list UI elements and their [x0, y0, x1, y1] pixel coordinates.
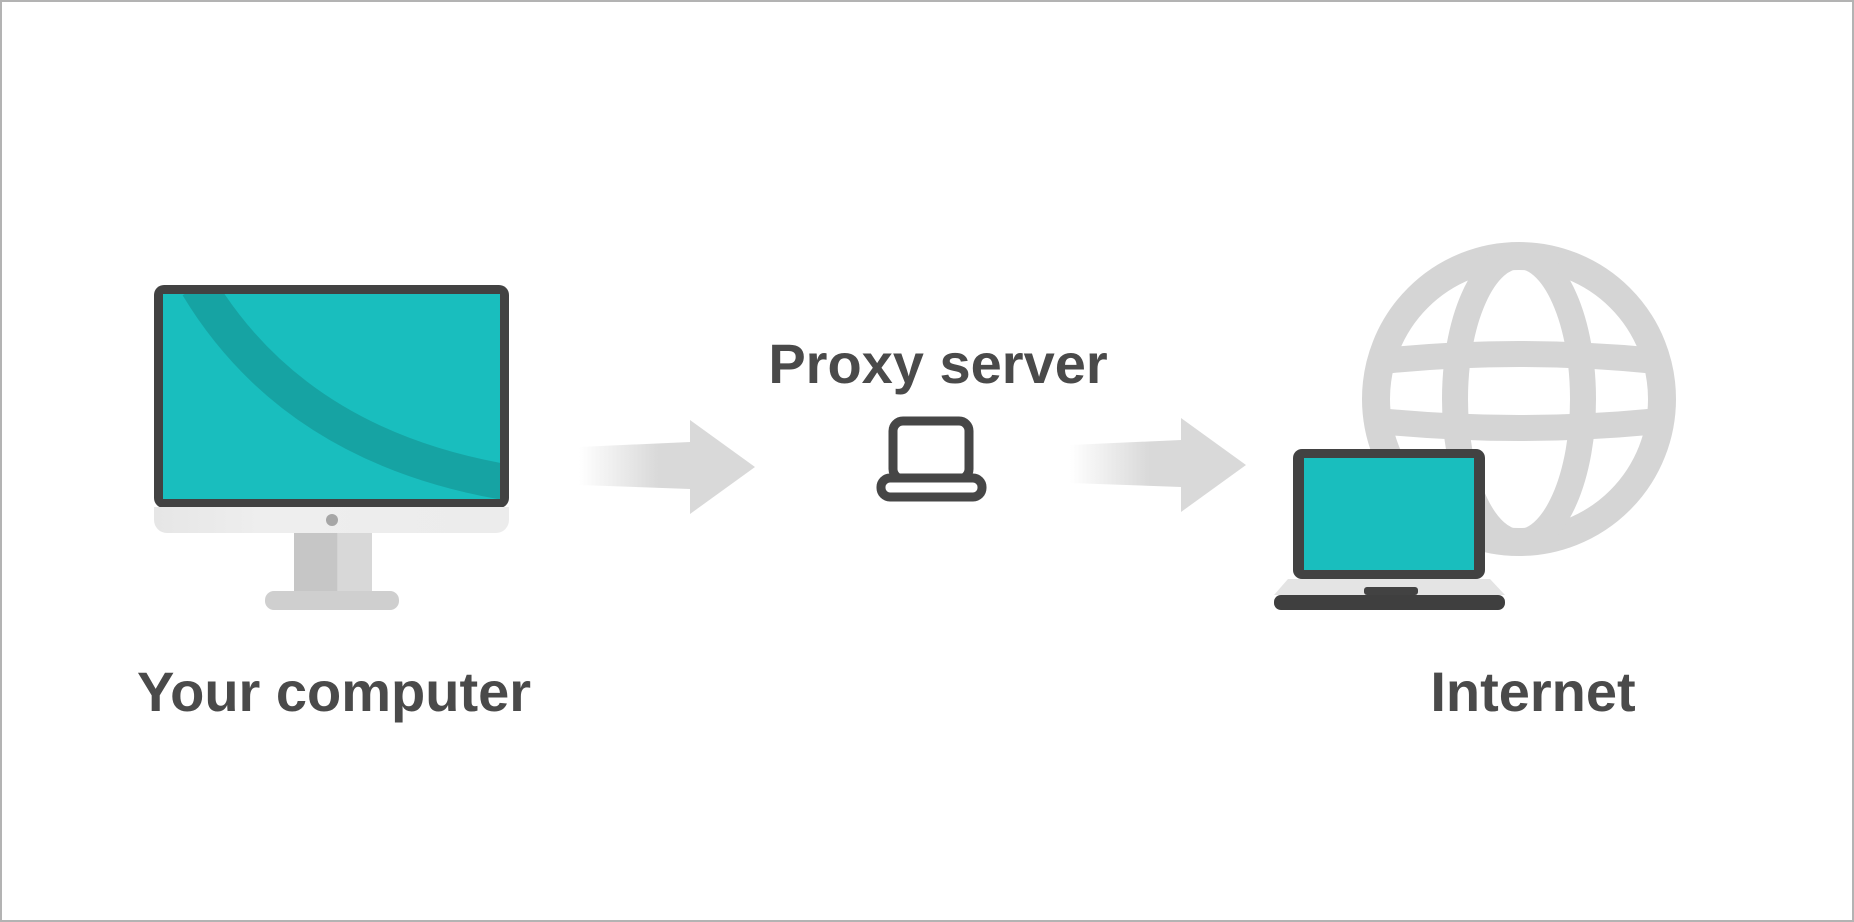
desktop-computer-icon	[154, 285, 509, 610]
laptop-outline-icon	[876, 416, 987, 502]
monitor-stand	[294, 533, 372, 594]
internet-laptop-screen	[1304, 458, 1474, 570]
internet-laptop-icon	[1274, 449, 1505, 610]
your-computer-label: Your computer	[136, 660, 532, 723]
proxy-server-label: Proxy server	[768, 332, 1108, 395]
right-arrow-icon	[579, 420, 755, 514]
monitor-camera-dot	[326, 514, 338, 526]
screen-swoosh	[182, 294, 500, 499]
internet-label: Internet	[1430, 660, 1636, 723]
arrow-proxy-to-internet	[1070, 418, 1246, 512]
proxy-laptop-base	[876, 473, 987, 502]
globe-with-laptop-icon	[1274, 242, 1676, 610]
internet-laptop-bottom	[1274, 595, 1505, 610]
monitor-base	[265, 591, 399, 610]
proxy-laptop-screen	[888, 416, 974, 484]
internet-laptop-notch	[1364, 587, 1418, 595]
globe-icon	[1362, 242, 1676, 556]
arrow-computer-to-proxy	[579, 420, 755, 514]
right-arrow-icon	[1070, 418, 1246, 512]
